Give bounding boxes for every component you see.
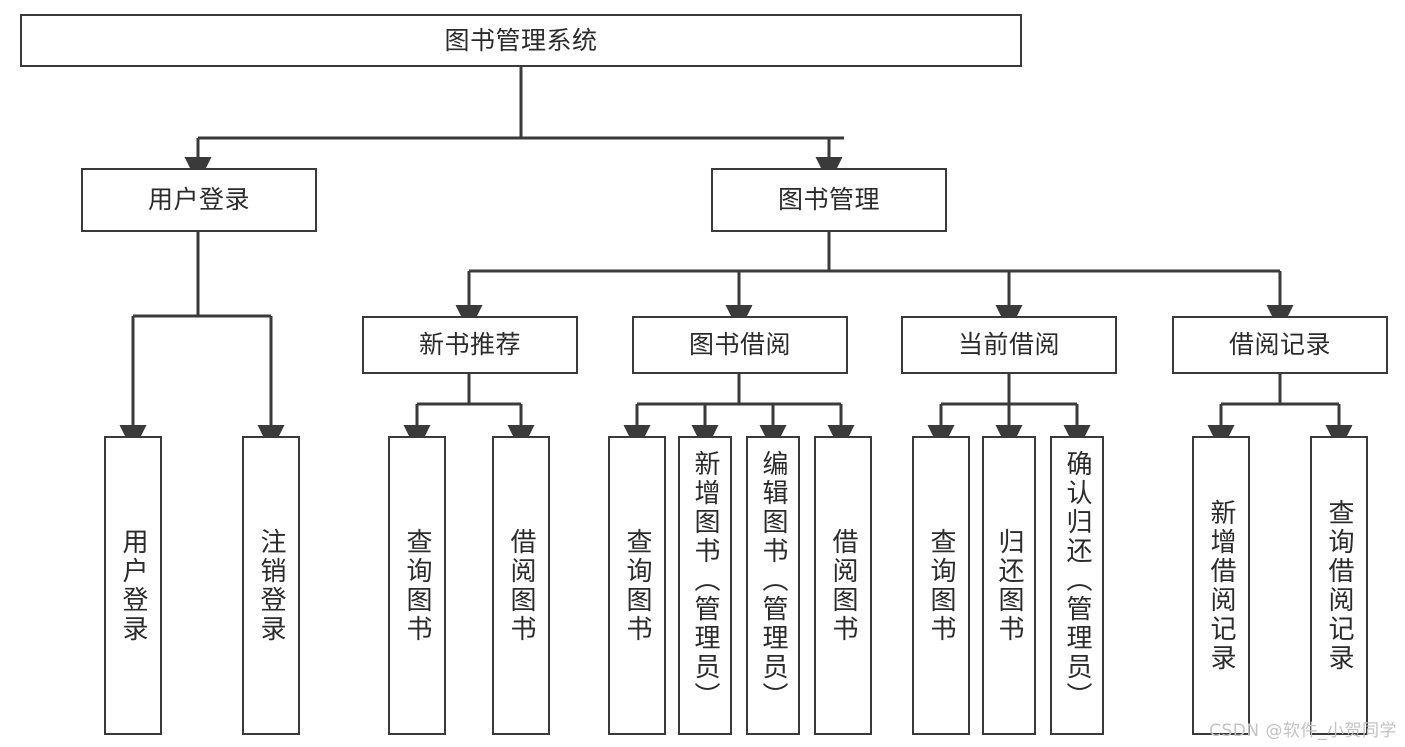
node-leaf-logout[interactable]: 注销登录 bbox=[242, 436, 300, 735]
node-leaf-borrow-book-1-label: 借阅图书 bbox=[506, 527, 536, 644]
node-user-login-label: 用户登录 bbox=[147, 185, 250, 215]
node-leaf-return-book[interactable]: 归还图书 bbox=[982, 436, 1036, 735]
node-leaf-query-book-2-label: 查询图书 bbox=[622, 527, 652, 644]
node-new-book-recommend[interactable]: 新书推荐 bbox=[362, 316, 578, 374]
node-leaf-query-record-label: 查询借阅记录 bbox=[1324, 498, 1354, 673]
node-leaf-query-book-1-label: 查询图书 bbox=[402, 527, 432, 644]
node-leaf-edit-book-label: 编辑图书（管理员） bbox=[758, 450, 788, 711]
node-user-login[interactable]: 用户登录 bbox=[81, 168, 317, 232]
node-current-borrow[interactable]: 当前借阅 bbox=[901, 316, 1117, 374]
node-leaf-add-record-label: 新增借阅记录 bbox=[1206, 498, 1236, 673]
csdn-watermark: CSDN @软件_小贺同学 bbox=[1209, 721, 1397, 741]
node-leaf-add-book-label: 新增图书（管理员） bbox=[690, 450, 720, 711]
node-leaf-add-record[interactable]: 新增借阅记录 bbox=[1192, 436, 1250, 735]
node-leaf-borrow-book-2-label: 借阅图书 bbox=[828, 527, 858, 644]
node-leaf-return-book-label: 归还图书 bbox=[994, 527, 1024, 644]
node-leaf-query-book-3-label: 查询图书 bbox=[926, 527, 956, 644]
node-leaf-user-login-label: 用户登录 bbox=[118, 527, 148, 644]
node-book-borrow-label: 图书借阅 bbox=[688, 330, 791, 360]
node-leaf-borrow-book-2[interactable]: 借阅图书 bbox=[814, 436, 872, 735]
node-leaf-confirm-return[interactable]: 确认归还（管理员） bbox=[1050, 436, 1104, 735]
node-borrow-record-label: 借阅记录 bbox=[1228, 330, 1331, 360]
node-new-book-recommend-label: 新书推荐 bbox=[418, 330, 521, 360]
node-leaf-query-record[interactable]: 查询借阅记录 bbox=[1310, 436, 1368, 735]
node-leaf-edit-book[interactable]: 编辑图书（管理员） bbox=[746, 436, 800, 735]
node-leaf-query-book-2[interactable]: 查询图书 bbox=[608, 436, 666, 735]
node-root-label: 图书管理系统 bbox=[444, 25, 598, 55]
node-book-borrow[interactable]: 图书借阅 bbox=[632, 316, 848, 374]
node-leaf-query-book-1[interactable]: 查询图书 bbox=[388, 436, 446, 735]
node-leaf-logout-label: 注销登录 bbox=[256, 527, 286, 644]
node-leaf-borrow-book-1[interactable]: 借阅图书 bbox=[492, 436, 550, 735]
node-leaf-add-book[interactable]: 新增图书（管理员） bbox=[678, 436, 732, 735]
node-leaf-user-login[interactable]: 用户登录 bbox=[104, 436, 162, 735]
node-borrow-record[interactable]: 借阅记录 bbox=[1172, 316, 1388, 374]
node-book-manage-label: 图书管理 bbox=[777, 185, 880, 215]
node-root[interactable]: 图书管理系统 bbox=[20, 14, 1022, 67]
node-current-borrow-label: 当前借阅 bbox=[957, 330, 1060, 360]
node-book-manage[interactable]: 图书管理 bbox=[711, 168, 947, 232]
node-leaf-query-book-3[interactable]: 查询图书 bbox=[912, 436, 970, 735]
node-leaf-confirm-return-label: 确认归还（管理员） bbox=[1062, 450, 1092, 711]
